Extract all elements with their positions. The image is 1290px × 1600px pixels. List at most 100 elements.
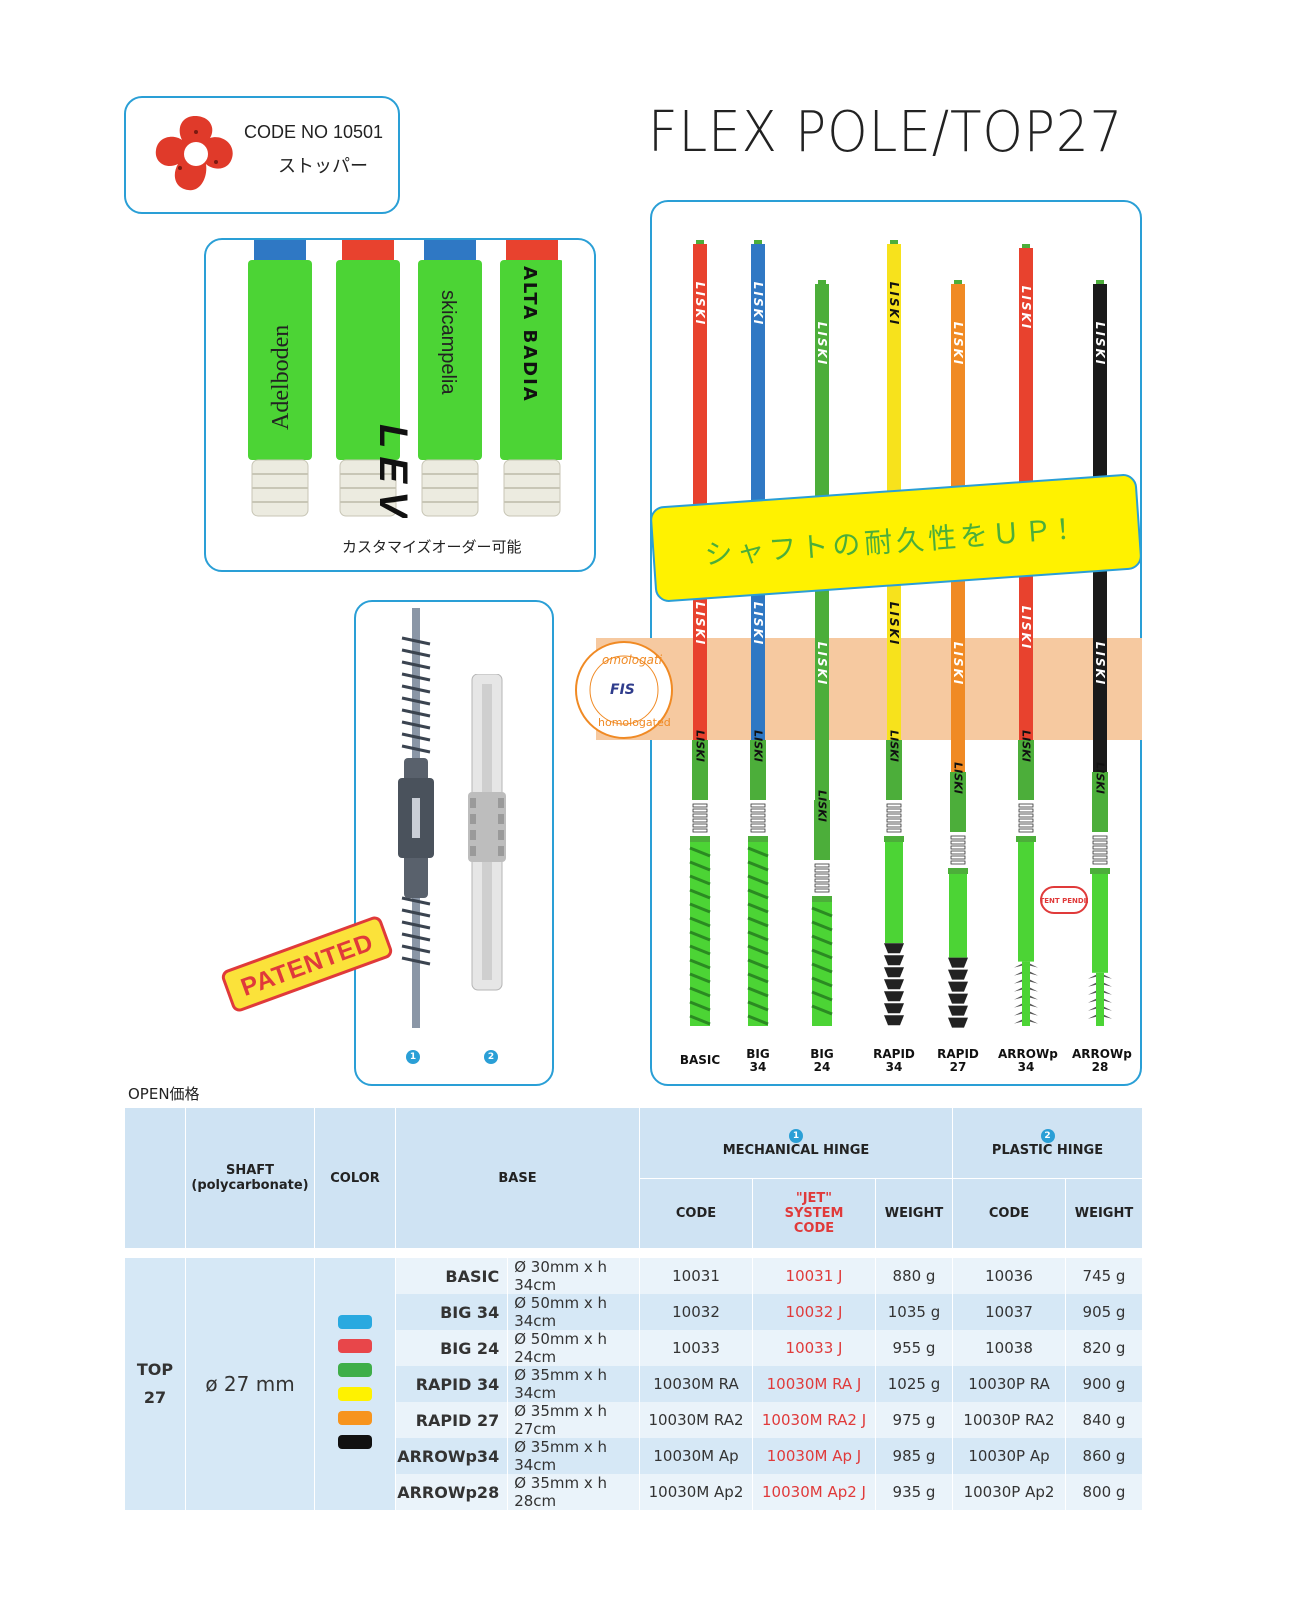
pole-hinge-coil <box>692 828 708 833</box>
base-cell: Ø 30mm x h 34cm <box>507 1258 640 1294</box>
pole-base-thread <box>811 1004 833 1016</box>
pole-base <box>885 842 903 944</box>
jet-code-cell: 10030M Ap2 J <box>752 1474 876 1510</box>
pole-hinge-coil <box>814 873 830 878</box>
pole-base-rib <box>948 993 968 1004</box>
pole-label-size: 34 <box>749 1060 767 1074</box>
weight-cell: 985 g <box>875 1438 953 1474</box>
pole-hinge-coil <box>1092 855 1108 860</box>
custom-label-alta-badia: ALTA BADIA <box>519 266 540 403</box>
pole-sleeve-text: LISKI <box>1020 730 1033 762</box>
pole-hinge-coil <box>692 823 708 828</box>
pole-brand-text: LISKI <box>693 282 707 327</box>
pole-label-size: 24 <box>813 1060 831 1074</box>
pole-brand-text: LISKI <box>887 602 901 647</box>
pole-base-thread <box>689 916 711 928</box>
pole-brand-text: LISKI <box>815 322 829 367</box>
pole-label-name: ARROWp <box>1072 1047 1132 1061</box>
color-swatches-cell <box>314 1258 396 1510</box>
pole-base-rib <box>884 955 904 966</box>
pole-hinge-coil <box>750 803 766 808</box>
plastic-code-cell: 10036 <box>952 1258 1066 1294</box>
pole-label-size: 28 <box>1091 1060 1109 1074</box>
jet-code-cell: 10033 J <box>752 1330 876 1366</box>
pole-base-thread <box>689 1000 711 1012</box>
th-code: CODE <box>639 1177 753 1248</box>
pole-base-thread <box>747 1000 769 1012</box>
base-cell: Ø 50mm x h 34cm <box>507 1294 640 1330</box>
pole-base-thread <box>811 948 833 960</box>
pole-hinge-coil <box>750 808 766 813</box>
base-cell: Ø 35mm x h 34cm <box>507 1438 640 1474</box>
pole-base-thread <box>747 888 769 900</box>
base-cell: Ø 35mm x h 28cm <box>507 1474 640 1510</box>
page-title: FLEX POLE/TOP27 <box>648 100 1124 165</box>
code-cell: 10030M RA2 <box>639 1402 753 1438</box>
pole-shaft <box>751 244 765 740</box>
code-cell: 10030M Ap2 <box>639 1474 753 1510</box>
shaft-diameter-cell: ø 27 mm <box>185 1258 315 1510</box>
pole-hinge-sleeve <box>750 740 766 800</box>
th-base: BASE <box>395 1108 640 1248</box>
pole-base-cap <box>1090 868 1110 874</box>
hinge-panel: 1 2 <box>354 600 554 1086</box>
pole-base-thread <box>689 972 711 984</box>
pole-brand-text: LISKI <box>693 602 707 647</box>
custom-label-adelboden: Adelboden <box>268 325 294 430</box>
pole-hinge-coil <box>814 863 830 868</box>
pole-sleeve-text: LISKI <box>888 730 901 762</box>
pole-base-thread <box>747 902 769 914</box>
plastic-code-cell: 10030P Ap2 <box>952 1474 1066 1510</box>
weight-cell: 935 g <box>875 1474 953 1510</box>
plastic-weight-cell: 905 g <box>1065 1294 1143 1330</box>
pole-hinge-coil <box>886 808 902 813</box>
pole-sleeve-text: LISKI <box>952 762 965 794</box>
th-plastic-code: CODE <box>952 1177 1066 1248</box>
pole-hinge-coil <box>1018 813 1034 818</box>
base-cell: Ø 35mm x h 34cm <box>507 1366 640 1402</box>
model-name-cell: BASIC <box>394 1258 509 1294</box>
pole-label-size: 34 <box>885 1060 903 1074</box>
pole-base-thread <box>747 930 769 942</box>
pole-base-thread <box>811 962 833 974</box>
pole-hinge-coil <box>1092 850 1108 855</box>
pole-base-thread <box>689 986 711 998</box>
pole-base-rib <box>884 967 904 978</box>
weight-cell: 1035 g <box>875 1294 953 1330</box>
pole-hinge-coil <box>1092 845 1108 850</box>
pole-base <box>1018 842 1034 962</box>
custom-order-panel: Adelboden LEVI skicampelia ALTA BADIA カス… <box>204 238 596 572</box>
pole-base-thread <box>689 944 711 956</box>
pole-label-size: 27 <box>949 1060 967 1074</box>
pole-hinge-coil <box>1092 840 1108 845</box>
pole-base-rib <box>948 1017 968 1028</box>
stopper-icon <box>155 116 233 191</box>
pole-hinge-coil <box>1018 818 1034 823</box>
pole-base <box>949 874 967 958</box>
pole-base-thread <box>747 916 769 928</box>
pole-hinge-coil <box>814 868 830 873</box>
stopper-panel: CODE NO 10501 ストッパー <box>124 96 400 214</box>
fis-seal-right: homologated <box>598 716 671 729</box>
stopper-name: ストッパー <box>278 156 368 176</box>
weight-cell: 955 g <box>875 1330 953 1366</box>
pole-cap <box>954 280 962 286</box>
code-cell: 10031 <box>639 1258 753 1294</box>
weight-cell: 880 g <box>875 1258 953 1294</box>
color-swatch <box>338 1435 372 1449</box>
pole-hinge-coil <box>750 823 766 828</box>
plastic-code-cell: 10030P RA2 <box>952 1402 1066 1438</box>
code-cell: 10032 <box>639 1294 753 1330</box>
pole-hinge-coil <box>692 813 708 818</box>
pole-brand-text: LISKI <box>751 282 765 327</box>
pole-hinge-coil <box>950 840 966 845</box>
hinge-badge-2: 2 <box>484 1050 498 1064</box>
pole-hinge-coil <box>886 823 902 828</box>
pole-sleeve-text: LISKI <box>1094 762 1107 794</box>
color-swatch <box>338 1315 372 1329</box>
fis-seal-center: FIS <box>610 682 635 698</box>
